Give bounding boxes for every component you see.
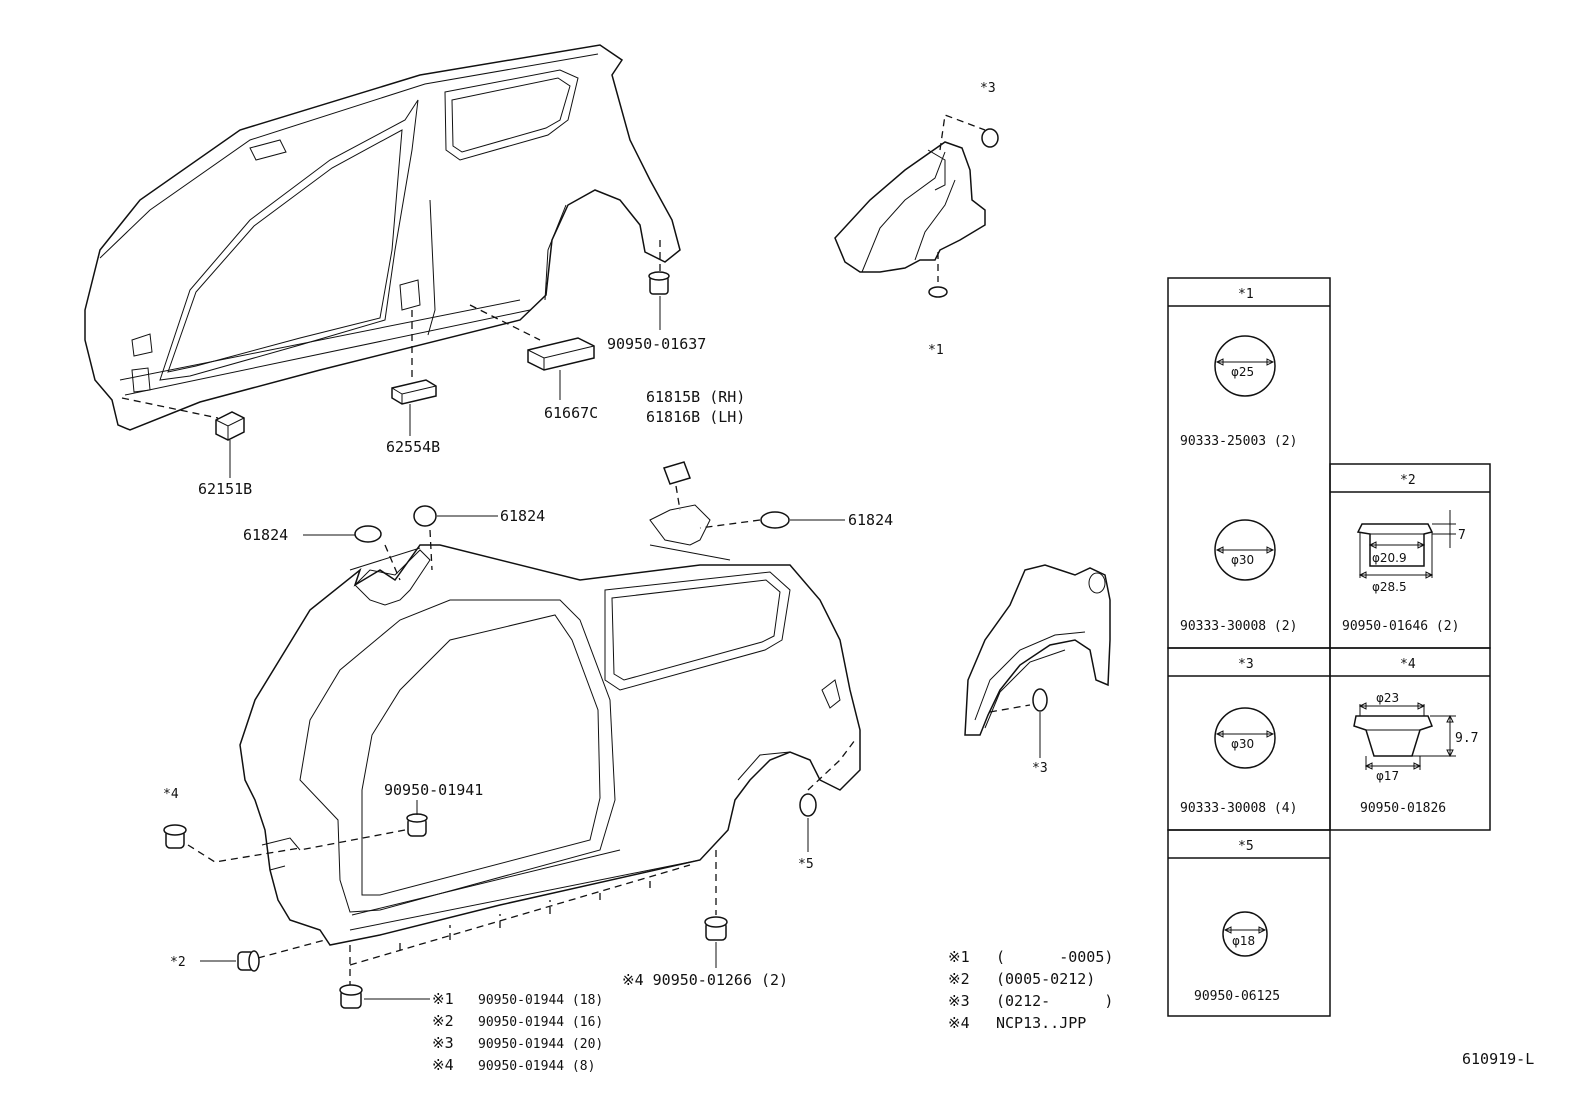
note-text: NCP13..JPP — [996, 1014, 1086, 1032]
clip-quantity-list: ※1 90950-01944 (18) ※2 90950-01944 (16) … — [432, 990, 603, 1074]
label-90950-01266: ※4 90950-01266 (2) — [622, 971, 788, 989]
clip-list-mark: ※3 — [432, 1034, 454, 1052]
note-text: (0212- ) — [996, 992, 1113, 1010]
legend-part-number: 90950-01646 (2) — [1342, 619, 1459, 634]
clip-90950-01637 — [648, 271, 670, 295]
note-mark: ※2 — [948, 970, 970, 988]
pillar-inner — [354, 504, 731, 606]
label-star3-top: *3 — [980, 81, 996, 96]
label-61824-right: 61824 — [848, 511, 893, 529]
dia-label: φ18 — [1232, 934, 1255, 948]
label-61824-left: 61824 — [243, 526, 288, 544]
dia-label: φ25 — [1231, 365, 1254, 379]
note-text: ( -0005) — [996, 948, 1113, 966]
dia-label: φ30 — [1231, 737, 1254, 751]
top-dia-label: φ23 — [1376, 691, 1399, 705]
legend-part-number: 90333-30008 (4) — [1180, 801, 1297, 816]
note-mark: ※1 — [948, 948, 970, 966]
height-label: 9.7 — [1455, 731, 1478, 746]
label-62554B: 62554B — [386, 438, 440, 456]
legend-header-star4: *4 — [1400, 657, 1416, 672]
part-61667C — [527, 337, 595, 371]
outer-dia-label: φ28.5 — [1372, 580, 1407, 594]
clip-90950-01941 — [406, 813, 428, 837]
label-star1: *1 — [928, 343, 944, 358]
clip-list-mark: ※1 — [432, 990, 454, 1008]
part-62554B — [391, 379, 437, 405]
figure-code: 610919-L — [1462, 1050, 1534, 1068]
label-90950-01941: 90950-01941 — [384, 781, 483, 799]
legend-header-star3: *3 — [1238, 657, 1254, 672]
clip-list-part: 90950-01944 (8) — [478, 1059, 595, 1074]
legend-header-star5: *5 — [1238, 839, 1254, 854]
label-star2: *2 — [170, 955, 186, 970]
plug-star1 — [928, 286, 948, 298]
label-62151B: 62151B — [198, 480, 252, 498]
note-mark: ※3 — [948, 992, 970, 1010]
lower-wheel-house — [964, 564, 1111, 758]
plug-star3-top — [981, 128, 999, 148]
leader-61667C — [469, 304, 541, 341]
height-label: 7 — [1458, 528, 1466, 543]
clip-90950-01266 — [704, 916, 728, 941]
note-mark: ※4 — [948, 1014, 970, 1032]
part-62151B — [215, 411, 245, 441]
hole-plug-18 — [1222, 911, 1268, 957]
label-61816B: 61816B (LH) — [646, 408, 745, 426]
production-notes: ※1 ( -0005) ※2 (0005-0212) ※3 (0212- ) ※… — [948, 948, 1113, 1032]
note-text: (0005-0212) — [996, 970, 1095, 988]
label-61824-mid: 61824 — [500, 507, 545, 525]
plug-star5 — [799, 793, 817, 817]
upper-side-panel — [84, 44, 681, 431]
label-61815B: 61815B (RH) — [646, 388, 745, 406]
upper-wheel-house — [834, 114, 999, 298]
legend-part-number: 90950-01826 — [1360, 801, 1446, 816]
dia-label: φ30 — [1231, 553, 1254, 567]
label-61667C: 61667C — [544, 404, 598, 422]
grommet-star2 — [1356, 510, 1456, 579]
legend-part-number: 90333-25003 (2) — [1180, 434, 1297, 449]
clip-list-mark: ※4 — [432, 1056, 454, 1074]
legend-header-star2: *2 — [1400, 473, 1416, 488]
hole-plug-25 — [1214, 335, 1276, 397]
clip-list-part: 90950-01944 (18) — [478, 993, 603, 1008]
clip-star4 — [163, 824, 187, 849]
lower-side-panel — [239, 544, 861, 985]
legend-part-number: 90950-06125 — [1194, 989, 1280, 1004]
clip-list-part: 90950-01944 (20) — [478, 1037, 603, 1052]
pad-61824-mid — [413, 505, 437, 527]
label-star4: *4 — [163, 787, 179, 802]
label-star5: *5 — [798, 857, 814, 872]
plug-star3-bottom — [1032, 688, 1048, 712]
bottom-dia-label: φ17 — [1376, 769, 1399, 783]
clip-list-part: 90950-01944 (16) — [478, 1015, 603, 1030]
clip-list-mark: ※2 — [432, 1012, 454, 1030]
legend-table: *1 φ25 90333-25003 (2) φ30 90333-30008 (… — [1167, 277, 1491, 1017]
legend-header-star1: *1 — [1238, 287, 1254, 302]
pad-61824-right — [760, 511, 790, 529]
part-61815B — [663, 461, 691, 485]
label-star3-bottom: *3 — [1032, 761, 1048, 776]
clip-90950-01944 — [339, 984, 363, 1009]
grommet-star4 — [1353, 702, 1456, 770]
legend-part-number: 90333-30008 (2) — [1180, 619, 1297, 634]
leader-62151B — [121, 397, 219, 419]
pad-61824-left — [354, 525, 382, 543]
inner-dia-label: φ20.9 — [1372, 551, 1407, 565]
hole-plug-30b — [1214, 707, 1276, 769]
clip-star2 — [237, 950, 260, 972]
label-90950-01637: 90950-01637 — [607, 335, 706, 353]
